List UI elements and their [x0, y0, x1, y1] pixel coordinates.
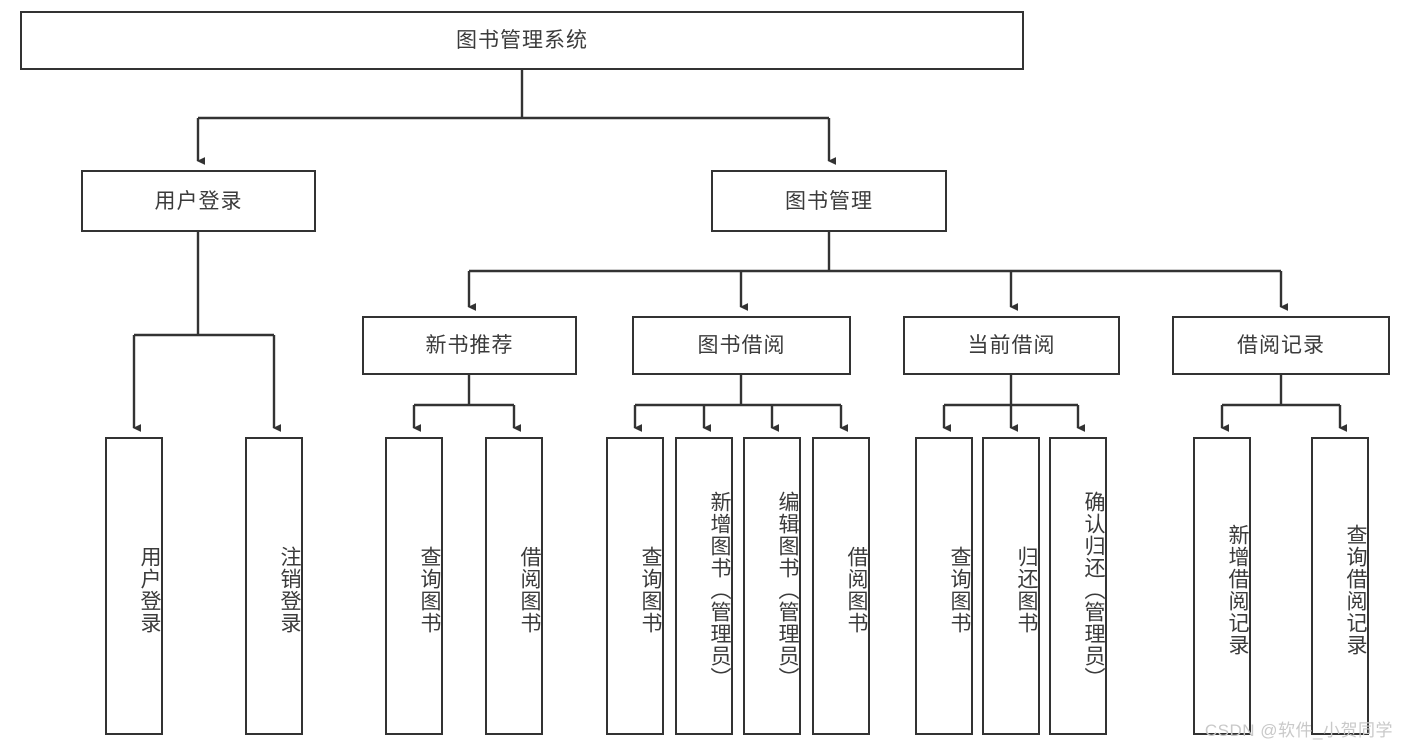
node-current-borrow-label: 当前借阅 — [967, 334, 1056, 357]
node-book-borrow[interactable]: 图书借阅 — [632, 316, 851, 375]
node-borrow-record-label: 借阅记录 — [1237, 334, 1325, 357]
node-leaf-query-book-3-label: 查询图书 — [948, 546, 971, 634]
node-leaf-borrow-book-2[interactable]: 借阅图书 — [812, 437, 870, 735]
node-root-system[interactable]: 图书管理系统 — [20, 11, 1024, 70]
node-new-book-recommend-label: 新书推荐 — [425, 334, 514, 357]
node-leaf-edit-book[interactable]: 编辑图书（管理员） — [743, 437, 801, 735]
node-leaf-query-book-3[interactable]: 查询图书 — [915, 437, 973, 735]
node-leaf-add-book[interactable]: 新增图书（管理员） — [675, 437, 733, 735]
node-leaf-add-borrow-record[interactable]: 新增借阅记录 — [1193, 437, 1251, 735]
node-book-management[interactable]: 图书管理 — [711, 170, 947, 232]
node-user-login-label: 用户登录 — [154, 189, 243, 213]
node-new-book-recommend[interactable]: 新书推荐 — [362, 316, 577, 375]
node-leaf-confirm-return-label: 确认归还（管理员） — [1082, 491, 1105, 689]
node-leaf-confirm-return[interactable]: 确认归还（管理员） — [1049, 437, 1107, 735]
node-leaf-add-book-label: 新增图书（管理员） — [708, 491, 731, 689]
node-current-borrow[interactable]: 当前借阅 — [903, 316, 1120, 375]
node-leaf-query-book-2[interactable]: 查询图书 — [606, 437, 664, 735]
node-leaf-user-login[interactable]: 用户登录 — [105, 437, 163, 735]
node-leaf-add-borrow-record-label: 新增借阅记录 — [1226, 524, 1249, 656]
node-borrow-record[interactable]: 借阅记录 — [1172, 316, 1390, 375]
node-leaf-borrow-book-1[interactable]: 借阅图书 — [485, 437, 543, 735]
node-book-borrow-label: 图书借阅 — [697, 334, 786, 357]
node-leaf-edit-book-label: 编辑图书（管理员） — [776, 491, 799, 689]
node-leaf-user-login-label: 用户登录 — [138, 546, 161, 634]
node-leaf-borrow-book-2-label: 借阅图书 — [845, 546, 868, 634]
node-leaf-query-book-1-label: 查询图书 — [418, 546, 441, 634]
node-leaf-query-borrow-record[interactable]: 查询借阅记录 — [1311, 437, 1369, 735]
node-user-login[interactable]: 用户登录 — [81, 170, 316, 232]
node-root-label: 图书管理系统 — [456, 29, 588, 52]
node-leaf-query-book-2-label: 查询图书 — [639, 546, 662, 634]
node-leaf-borrow-book-1-label: 借阅图书 — [518, 546, 541, 634]
node-leaf-query-borrow-record-label: 查询借阅记录 — [1344, 524, 1367, 656]
node-leaf-return-book-label: 归还图书 — [1015, 546, 1038, 634]
node-leaf-logout-login-label: 注销登录 — [278, 546, 301, 634]
node-leaf-return-book[interactable]: 归还图书 — [982, 437, 1040, 735]
node-leaf-query-book-1[interactable]: 查询图书 — [385, 437, 443, 735]
node-book-management-label: 图书管理 — [785, 189, 873, 213]
node-leaf-logout-login[interactable]: 注销登录 — [245, 437, 303, 735]
